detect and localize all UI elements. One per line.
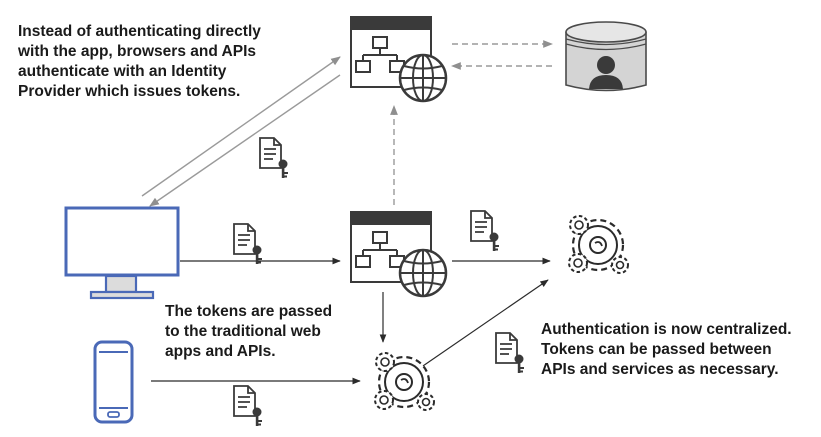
user-database-icon bbox=[565, 21, 647, 92]
token-document-icon bbox=[233, 385, 263, 427]
web-app-icon bbox=[349, 210, 448, 298]
identity-provider-note: Instead of authenticating directly with … bbox=[18, 23, 261, 100]
arrow-idp-to-browser bbox=[149, 74, 341, 207]
tokens-passed-note: The tokens are passed to the traditional… bbox=[165, 303, 333, 360]
desktop-monitor-icon bbox=[64, 206, 180, 300]
arrow-browser-to-idp bbox=[141, 56, 341, 197]
arrow-api-to-service bbox=[419, 279, 549, 369]
centralized-note: Authentication is now centralized. Token… bbox=[541, 321, 792, 378]
token-document-icon bbox=[470, 210, 500, 252]
other-service-gears-icon bbox=[567, 214, 630, 275]
smartphone-icon bbox=[93, 340, 134, 424]
token-document-icon bbox=[233, 223, 263, 265]
token-document-icon bbox=[259, 137, 289, 179]
identity-provider-icon bbox=[349, 15, 448, 103]
token-document-icon bbox=[495, 332, 525, 374]
api-gears-icon bbox=[373, 351, 436, 412]
